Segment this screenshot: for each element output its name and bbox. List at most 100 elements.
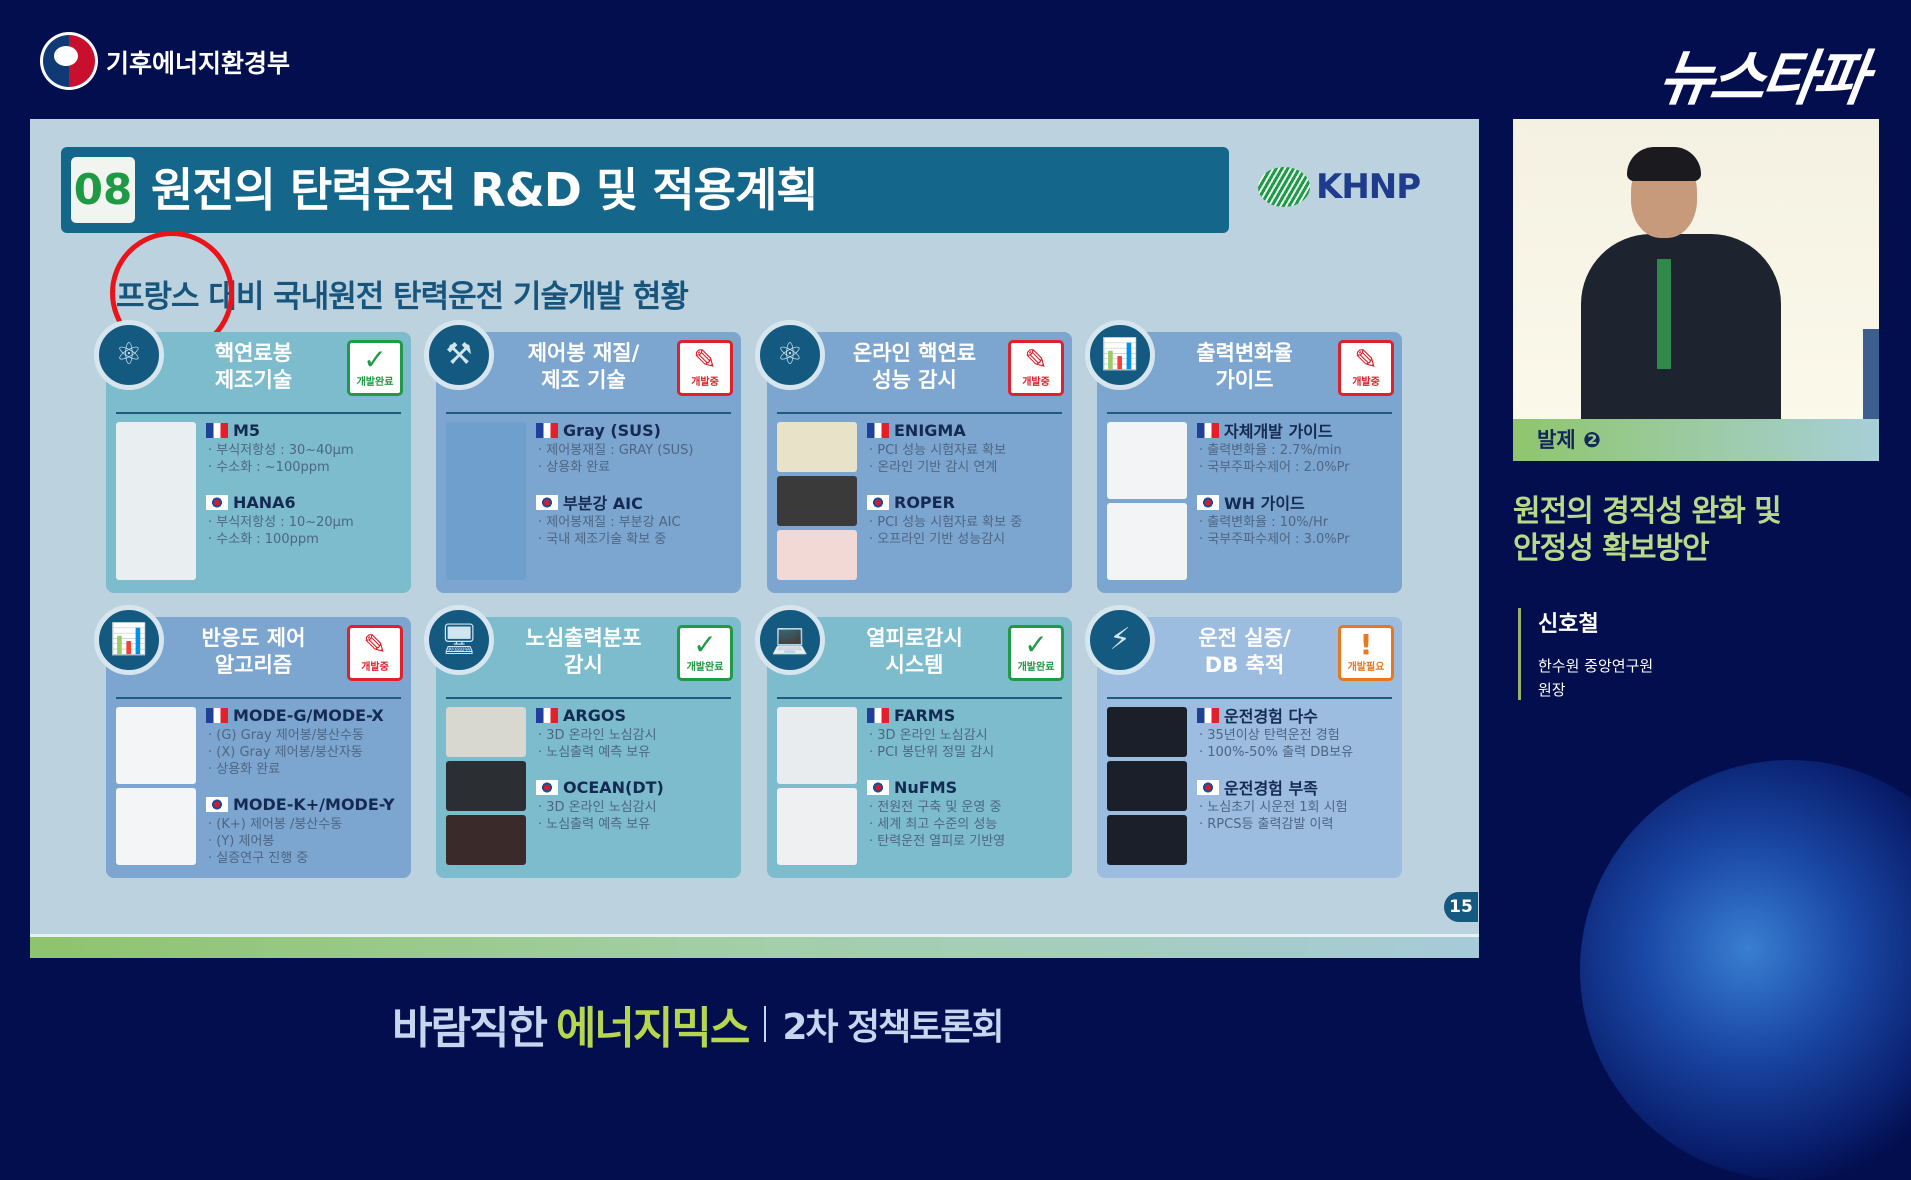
korea-flag-icon (536, 494, 558, 510)
card-images (116, 707, 196, 865)
figure-thumbnail (116, 788, 196, 865)
status-label: 개발완료 (1017, 662, 1055, 673)
figure-thumbnail (1107, 815, 1187, 865)
card-title-line: 운전 실증/ (1198, 626, 1291, 650)
figure-thumbnail (116, 707, 196, 784)
korea-flag-icon (867, 779, 889, 795)
card-title-line: DB 축적 (1204, 653, 1285, 677)
korea-entry: 운전경험 부족· 노심초기 시운전 1회 시험· RPCS등 출력감발 이력 (1197, 775, 1396, 833)
talk-title-line: 원전의 경직성 완화 및 (1513, 494, 1782, 529)
status-icon: ✎ (363, 628, 387, 661)
bullet-text: 부식저항성 : 10~20μm (216, 515, 354, 530)
status-label: 개발완료 (356, 377, 394, 388)
status-icon: ✓ (363, 343, 387, 376)
france-entry: ENIGMA· PCI 성능 시험자료 확보· 온라인 기반 감시 연계 (867, 418, 1066, 476)
card-title-line: 노심출력분포 (525, 626, 642, 650)
bullet-text: 상용화 완료 (216, 762, 281, 777)
divider (1518, 608, 1521, 700)
card-title-line: 시스템 (885, 653, 944, 677)
entry-bullet: · PCI 성능 시험자료 확보 (869, 443, 1007, 458)
france-flag-icon (206, 707, 228, 723)
slide-title: 원전의 탄력운전 R&D 및 적용계획 (151, 163, 819, 217)
france-entry: MODE-G/MODE-X· (G) Gray 제어봉/붕산수동· (X) Gr… (206, 703, 405, 778)
card-title-line: 감시 (564, 653, 603, 677)
card-body: ENIGMA· PCI 성능 시험자료 확보· 온라인 기반 감시 연계 ROPE… (867, 418, 1066, 562)
speaker-name: 신호철 (1538, 612, 1599, 637)
entry-name: 자체개발 가이드 (1224, 422, 1333, 441)
bullet-text: 오프라인 기반 성능감시 (877, 532, 1006, 547)
card-title-line: 반응도 제어 (201, 626, 306, 650)
divider (777, 697, 1062, 699)
card-body: 운전경험 다수· 35년이상 탄력운전 경험· 100%-50% 출력 DB보유… (1197, 703, 1396, 847)
khnp-wordmark: KHNP (1316, 167, 1421, 207)
status-badge: !개발필요 (1338, 625, 1394, 681)
tools-icon: ⚒ (424, 320, 494, 390)
entry-bullet: · 부식저항성 : 10~20μm (208, 515, 354, 530)
entry-bullet: · 노심출력 예측 보유 (538, 817, 651, 832)
card-title-line: 제어봉 재질/ (527, 341, 640, 365)
entry-bullet: · 탄력운전 열피로 기반영 (869, 834, 1006, 849)
france-flag-icon (867, 707, 889, 723)
entry-name: WH 가이드 (1224, 494, 1305, 513)
figure-thumbnail (777, 476, 857, 526)
bullet-text: (K+) 제어봉 /붕산수동 (216, 817, 343, 832)
korea-flag-icon (1197, 779, 1219, 795)
status-label: 개발중 (1022, 377, 1050, 388)
entry-bullet: · 노심출력 예측 보유 (538, 745, 651, 760)
status-label: 개발필요 (1347, 662, 1385, 673)
fuel-monitor-icon: ⚛ (755, 320, 825, 390)
figure-thumbnail (1107, 503, 1187, 580)
entry-bullet: · 부식저항성 : 30~40μm (208, 443, 354, 458)
bullet-text: 3D 온라인 노심감시 (546, 728, 657, 743)
banner-subtitle: 2차 정책토론회 (782, 1007, 1004, 1048)
bullet-text: 출력변화율 : 10%/Hr (1207, 515, 1329, 530)
tech-card: ⚡ 운전 실증/DB 축적 !개발필요 운전경험 다수· 35년이상 탄력운전 … (1085, 605, 1402, 878)
korea-flag-icon (206, 494, 228, 510)
status-label: 개발중 (361, 662, 389, 673)
bar-chart-icon: 📊 (94, 605, 164, 675)
divider (446, 412, 731, 414)
bullet-text: 35년이상 탄력운전 경험 (1207, 728, 1340, 743)
card-title-line: 온라인 핵연료 (852, 341, 977, 365)
khnp-mark-icon (1258, 167, 1310, 207)
korea-entry: ROPER· PCI 성능 시험자료 확보 중· 오프라인 기반 성능감시 (867, 490, 1066, 548)
bullet-text: 온라인 기반 감시 연계 (877, 460, 998, 475)
khnp-logo: KHNP (1258, 167, 1421, 207)
entry-name: ROPER (894, 492, 955, 512)
entry-name: ARGOS (563, 705, 626, 725)
bullet-text: PCI 봉단위 정밀 감시 (877, 745, 995, 760)
status-badge: ✓개발완료 (347, 340, 403, 396)
card-body: MODE-G/MODE-X· (G) Gray 제어봉/붕산수동· (X) Gr… (206, 703, 405, 881)
entry-bullet: · PCI 봉단위 정밀 감시 (869, 745, 995, 760)
entry-bullet: · 상용화 완료 (538, 460, 611, 475)
status-icon: ✎ (1354, 343, 1378, 376)
entry-bullet: · (G) Gray 제어봉/붕산수동 (208, 728, 364, 743)
figure-thumbnail (1107, 707, 1187, 757)
ministry-name: 기후에너지환경부 (106, 49, 291, 78)
bullet-text: 국부주파수제어 : 3.0%Pr (1207, 532, 1350, 547)
korea-entry: 부분강 AIC· 제어봉재질 : 부분강 AIC· 국내 제조기술 확보 중 (536, 490, 735, 548)
france-flag-icon (1197, 422, 1219, 438)
status-badge: ✎개발중 (1338, 340, 1394, 396)
entry-name: 운전경험 부족 (1224, 779, 1318, 798)
tech-card: ⚒ 제어봉 재질/제조 기술 ✎개발중 Gray (SUS)· 제어봉재질 : … (424, 320, 741, 593)
korea-entry: WH 가이드· 출력변화율 : 10%/Hr· 국부주파수제어 : 3.0%Pr (1197, 490, 1396, 548)
card-title: 제어봉 재질/제조 기술 (496, 340, 671, 394)
bullet-text: 노심초기 시운전 1회 시험 (1207, 800, 1348, 815)
bullet-text: 제어봉재질 : 부분강 AIC (546, 515, 681, 530)
status-label: 개발완료 (686, 662, 724, 673)
france-entry: ARGOS· 3D 온라인 노심감시· 노심출력 예측 보유 (536, 703, 735, 761)
government-emblem-icon (40, 32, 98, 90)
entry-bullet: · 오프라인 기반 성능감시 (869, 532, 1006, 547)
bullet-text: 출력변화율 : 2.7%/min (1207, 443, 1342, 458)
france-entry: Gray (SUS)· 제어봉재질 : GRAY (SUS)· 상용화 완료 (536, 418, 735, 476)
bullet-text: (G) Gray 제어봉/붕산수동 (216, 728, 364, 743)
bullet-text: 수소화 : 100ppm (216, 532, 319, 547)
